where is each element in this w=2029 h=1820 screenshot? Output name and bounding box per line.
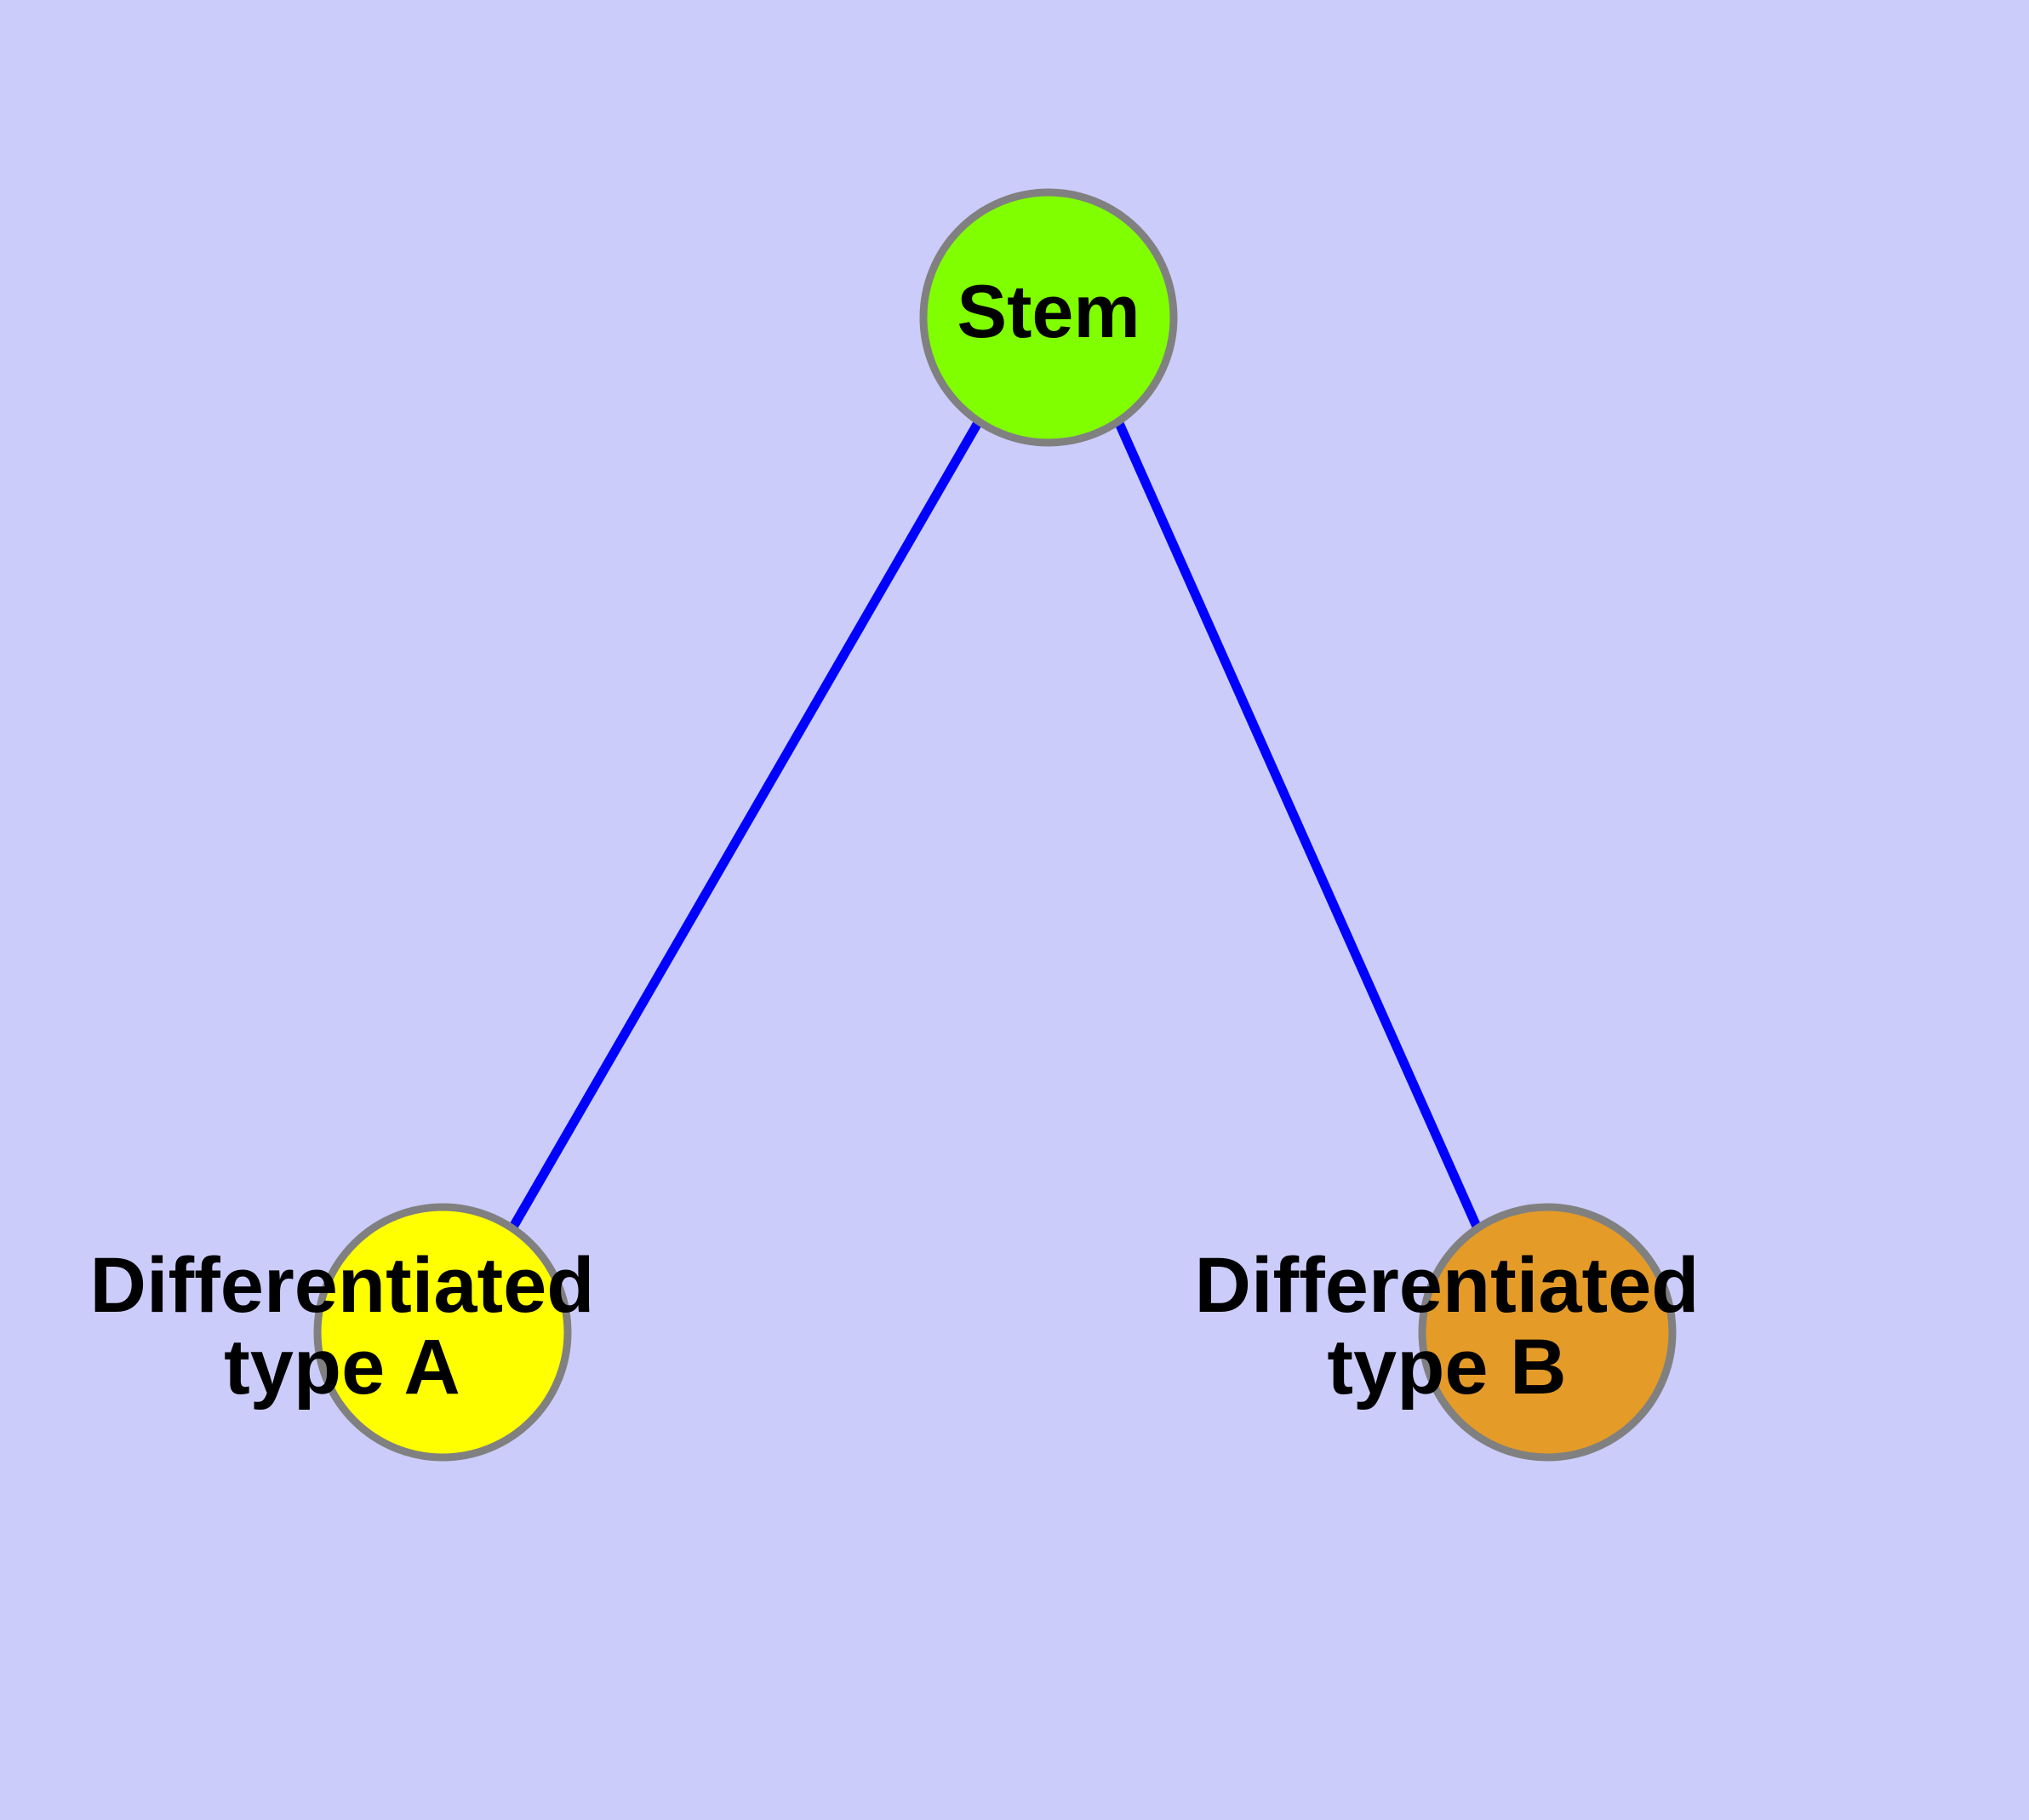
node-label-stem: Stem [957,269,1140,353]
edge-stem-diff-b[interactable] [1113,419,1483,1231]
node-label-line: Stem [957,269,1140,353]
node-label-line: Differentiated [1195,1242,1700,1329]
edges-group [508,419,1483,1231]
node-diff_a[interactable] [313,1203,572,1462]
node-label-line: type A [224,1324,460,1411]
node-label-line: type B [1327,1324,1566,1411]
edge-stem-diff-a[interactable] [508,419,983,1231]
nodes-group [313,188,1677,1462]
node-stem[interactable] [919,188,1178,447]
node-diff_b[interactable] [1418,1203,1677,1462]
node-label-line: Differentiated [90,1242,595,1329]
